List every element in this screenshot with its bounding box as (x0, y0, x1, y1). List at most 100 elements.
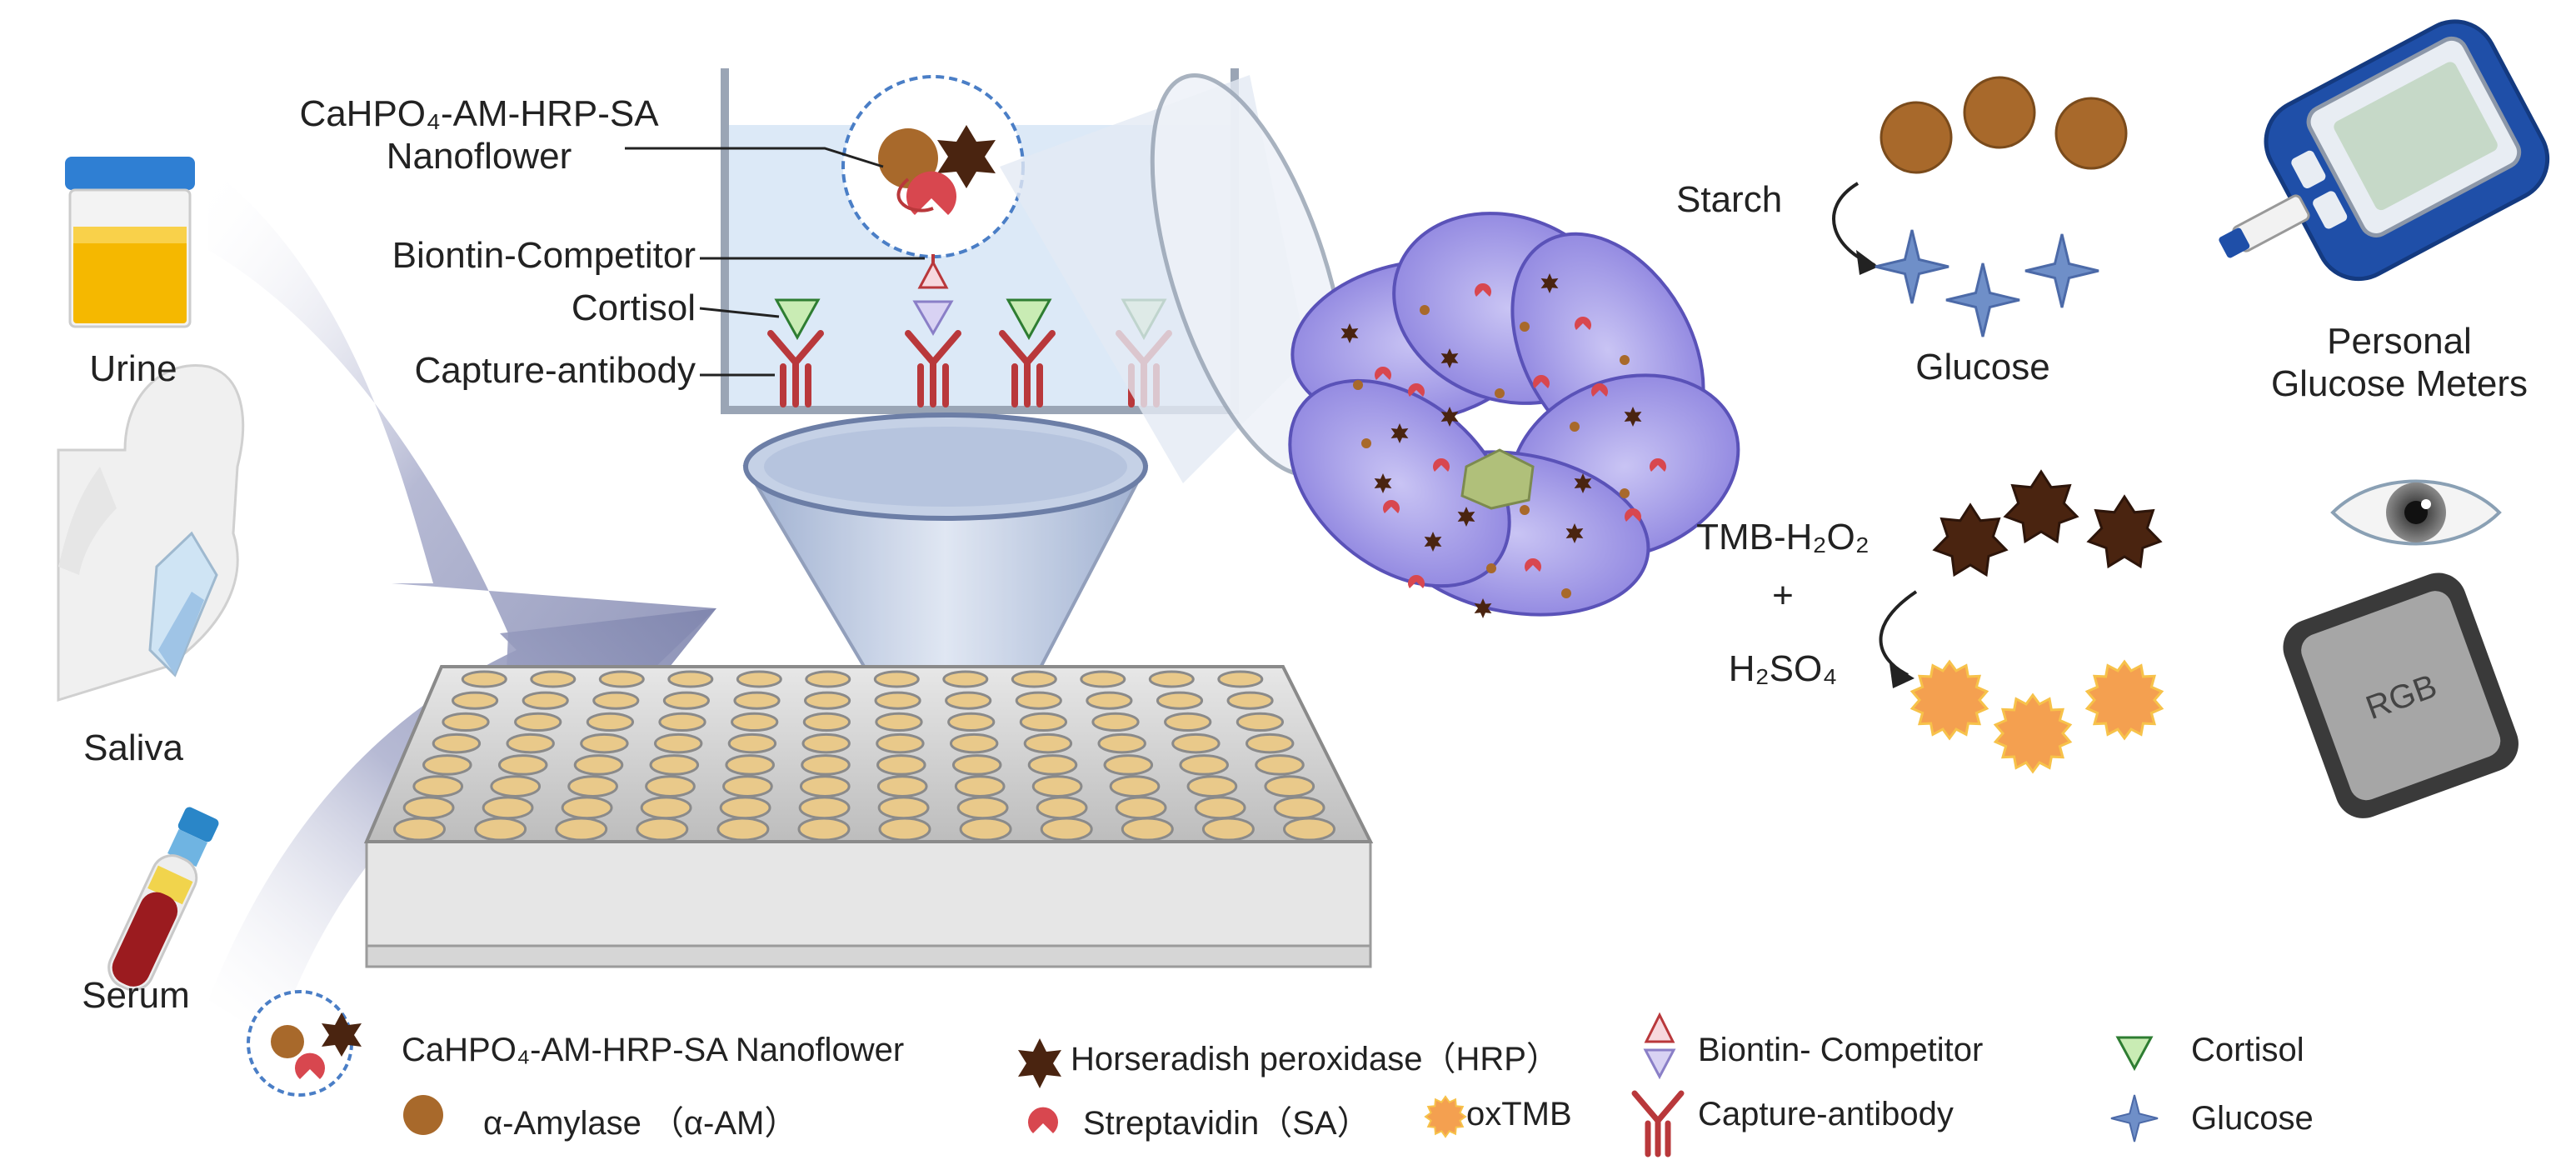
legend-hrp-text: Horseradish peroxidase（HRP） (1071, 1041, 1560, 1078)
plate-well (1121, 817, 1174, 842)
plate-well (733, 691, 781, 710)
funnel (742, 412, 1149, 829)
legend-glucose-icon (2110, 1094, 2159, 1142)
amylase-dot (1486, 563, 1496, 573)
hrp-dot (1474, 598, 1492, 618)
plate-well (514, 712, 562, 732)
plate-well (1186, 775, 1238, 798)
plate-well (1236, 712, 1285, 732)
plate-well (530, 670, 577, 688)
plate-well (442, 712, 490, 732)
legend-cortisol-text: Cortisol (2191, 1032, 2304, 1068)
streptavidin-dot (1650, 458, 1666, 472)
plate-well (878, 817, 931, 842)
oxtmb-sun (2084, 659, 2164, 741)
streptavidin-dot (1375, 367, 1391, 380)
legend-streptavidin-text: Streptavidin（SA） (1083, 1105, 1370, 1142)
plate-well (573, 754, 624, 776)
amylase-dot (1620, 355, 1630, 365)
h2so4-label: H₂SO₄ (1728, 648, 1838, 689)
plate-well (1080, 670, 1126, 688)
plate-well (592, 691, 640, 710)
plate-well (876, 775, 928, 798)
legend-streptavidin-icon (1028, 1107, 1058, 1133)
legend-cortisol-icon (2115, 1036, 2154, 1072)
plate-well (799, 775, 851, 798)
plate-well (954, 775, 1006, 798)
competitor-label: Biontin-Competitor (392, 235, 696, 276)
legend-hrp-icon (1018, 1038, 1061, 1088)
plate-well (873, 670, 920, 688)
plate-well (567, 775, 618, 798)
plate-well (956, 796, 1009, 820)
plate-well (874, 691, 921, 710)
oxtmb-sun (1910, 659, 1989, 741)
hrp-dot (1565, 523, 1584, 543)
eye-icon (2330, 479, 2502, 546)
plate-well (801, 732, 851, 754)
plate-well (662, 691, 710, 710)
biotin-competitor-icon (912, 254, 954, 336)
plate-well (942, 670, 989, 688)
plate-well (945, 691, 992, 710)
nanoflower-label-line2: Nanoflower (386, 135, 572, 177)
plate-well (1036, 796, 1088, 820)
plate-well (586, 712, 635, 732)
amylase-dot (1353, 380, 1363, 390)
plate-well (561, 796, 613, 820)
plate-well (949, 732, 999, 754)
hrp-dot (1424, 532, 1442, 552)
plate-well (432, 732, 482, 754)
pgm-label: Personal Glucose Meters (2233, 321, 2566, 405)
plate-well (1156, 691, 1204, 710)
plate-well (1171, 732, 1221, 754)
streptavidin-dot (1408, 383, 1425, 397)
streptavidin-dot (1475, 283, 1491, 297)
plate-well (1027, 754, 1078, 776)
plate-well (959, 817, 1012, 842)
streptavidin-dot (1525, 558, 1541, 572)
amylase-dot (1561, 588, 1571, 598)
amylase-dot (1420, 305, 1430, 315)
hrp-dot (1374, 473, 1392, 493)
streptavidin-dot (1625, 508, 1641, 522)
plate-well (1115, 796, 1167, 820)
plate-well (727, 732, 777, 754)
serum-tube-icon (107, 807, 219, 992)
legend-oxtmb-text: oxTMB (1466, 1096, 1572, 1132)
legend-glucose-text: Glucose (2191, 1100, 2314, 1137)
hrp-dot (1574, 473, 1592, 493)
plate-well (876, 754, 926, 776)
plate-well (1164, 712, 1212, 732)
glucose-label: Glucose (1915, 347, 2050, 388)
glucose-star (1875, 229, 1949, 304)
pgm-label-line1: Personal (2327, 321, 2472, 362)
tmb-conversion-arrow (1879, 590, 1918, 677)
plate-well (1097, 732, 1146, 754)
legend-antibody-text: Capture-antibody (1698, 1096, 1954, 1132)
plate-well (1226, 691, 1274, 710)
plate-well (1255, 754, 1305, 776)
pgm-label-line2: Glucose Meters (2270, 362, 2529, 404)
plate-well (667, 670, 714, 688)
plate-well (461, 670, 507, 688)
plate-well (1109, 775, 1161, 798)
plate-well (580, 732, 629, 754)
serum-label: Serum (82, 975, 190, 1016)
tmb-label: TMB-H₂O₂ (1696, 517, 1870, 558)
nanoflower-enzyme-dots (1340, 273, 1666, 618)
oxtmb-molecules (1910, 659, 2164, 774)
streptavidin-dot (1533, 375, 1550, 388)
smartphone-icon: RGB (2283, 572, 2519, 818)
starch-label: Starch (1676, 179, 1783, 220)
plate-well (797, 817, 851, 842)
amylase-dot (1570, 422, 1580, 432)
cortisol-label: Cortisol (571, 288, 696, 328)
plate-well (877, 796, 930, 820)
urine-cup-icon (65, 157, 195, 328)
capture-antibody-label: Capture-antibody (414, 350, 696, 391)
plate-well (947, 712, 996, 732)
plate-well (725, 754, 775, 776)
glucose-meter-icon (2219, 19, 2550, 282)
